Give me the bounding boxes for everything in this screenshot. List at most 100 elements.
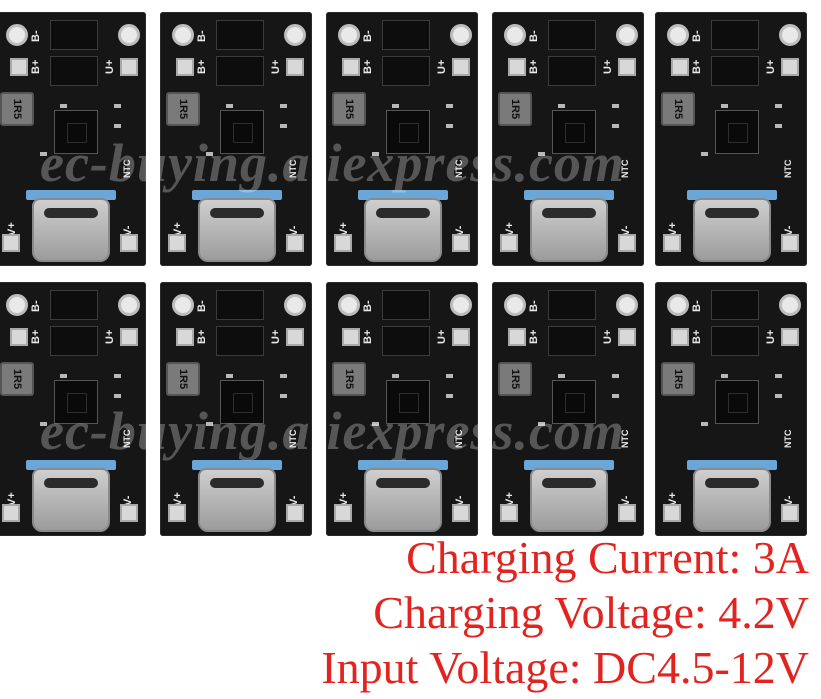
solder-pad <box>781 504 799 522</box>
charger-board-10: B- B+ U+ 1R5 NTC V+ V- <box>655 282 807 536</box>
silk-uplus: U+ <box>436 59 448 74</box>
mounting-hole <box>172 24 194 46</box>
smd-component <box>701 152 708 156</box>
smd-component <box>446 394 453 398</box>
solder-pad <box>176 328 194 346</box>
mosfet <box>382 326 430 356</box>
mounting-hole <box>616 294 638 316</box>
mosfet <box>382 290 430 320</box>
spec-charging-voltage: Charging Voltage: 4.2V <box>373 587 809 638</box>
charger-ic <box>552 110 596 154</box>
silk-bminus: B- <box>528 30 540 42</box>
smd-component <box>280 104 287 108</box>
mounting-hole <box>504 294 526 316</box>
mosfet <box>548 20 596 50</box>
usb-c-pins <box>524 460 614 470</box>
smd-component <box>701 422 708 426</box>
solder-pad <box>2 504 20 522</box>
silk-uplus: U+ <box>602 59 614 74</box>
smd-component <box>372 152 379 156</box>
inductor: 1R5 <box>498 92 532 126</box>
mounting-hole <box>338 24 360 46</box>
inductor: 1R5 <box>0 92 34 126</box>
silk-bminus: B- <box>691 300 703 312</box>
smd-component <box>558 104 565 108</box>
solder-pad <box>120 504 138 522</box>
silk-bplus: B+ <box>30 59 42 74</box>
solder-pad <box>452 328 470 346</box>
charger-board-4: B- B+ U+ 1R5 NTC V+ V- <box>492 12 644 266</box>
solder-pad <box>663 504 681 522</box>
solder-pad <box>452 234 470 252</box>
mounting-hole <box>779 294 801 316</box>
mounting-hole <box>450 24 472 46</box>
solder-pad <box>781 234 799 252</box>
smd-component <box>206 152 213 156</box>
inductor: 1R5 <box>332 92 366 126</box>
solder-pad <box>671 58 689 76</box>
watermark-top: ec-buying.aliexpress.com <box>40 133 625 193</box>
solder-pad <box>286 504 304 522</box>
solder-pad <box>618 234 636 252</box>
spec-input-voltage: Input Voltage: DC4.5-12V <box>321 642 809 693</box>
usb-c-pins <box>26 460 116 470</box>
silk-bplus: B+ <box>362 59 374 74</box>
silk-bplus: B+ <box>691 329 703 344</box>
silk-bminus: B- <box>30 300 42 312</box>
mounting-hole <box>779 24 801 46</box>
smd-component <box>775 104 782 108</box>
inductor: 1R5 <box>332 362 366 396</box>
silk-uplus: U+ <box>104 59 116 74</box>
solder-pad <box>10 328 28 346</box>
silk-bminus: B- <box>362 300 374 312</box>
charger-board-8: B- B+ U+ 1R5 NTC V+ V- <box>326 282 478 536</box>
smd-component <box>558 374 565 378</box>
mounting-hole <box>118 294 140 316</box>
solder-pad <box>342 328 360 346</box>
smd-component <box>60 374 67 378</box>
solder-pad <box>286 234 304 252</box>
mounting-hole <box>504 24 526 46</box>
solder-pad <box>671 328 689 346</box>
smd-component <box>392 104 399 108</box>
smd-component <box>114 124 121 128</box>
charger-board-9: B- B+ U+ 1R5 NTC V+ V- <box>492 282 644 536</box>
solder-pad <box>2 234 20 252</box>
usb-c-pins <box>687 190 777 200</box>
solder-pad <box>334 504 352 522</box>
usb-c-port <box>530 198 608 262</box>
smd-component <box>280 374 287 378</box>
usb-c-port <box>32 468 110 532</box>
mounting-hole <box>6 24 28 46</box>
smd-component <box>446 124 453 128</box>
inductor: 1R5 <box>166 92 200 126</box>
solder-pad <box>176 58 194 76</box>
usb-c-port <box>693 198 771 262</box>
silk-bplus: B+ <box>528 59 540 74</box>
charger-board-6: B- B+ U+ 1R5 NTC V+ V- <box>0 282 146 536</box>
silk-bplus: B+ <box>691 59 703 74</box>
usb-c-pins <box>687 460 777 470</box>
mounting-hole <box>284 24 306 46</box>
mosfet <box>50 326 98 356</box>
silk-bminus: B- <box>30 30 42 42</box>
mounting-hole <box>172 294 194 316</box>
mounting-hole <box>450 294 472 316</box>
solder-pad <box>334 234 352 252</box>
silk-uplus: U+ <box>602 329 614 344</box>
silk-uplus: U+ <box>436 329 448 344</box>
watermark-bottom: ec-buying.aliexpress.com <box>40 401 625 461</box>
mosfet <box>711 290 759 320</box>
smd-component <box>114 374 121 378</box>
charger-ic <box>220 380 264 424</box>
smd-component <box>114 394 121 398</box>
silk-bminus: B- <box>196 300 208 312</box>
charger-ic <box>54 110 98 154</box>
mosfet <box>216 56 264 86</box>
silk-uplus: U+ <box>270 59 282 74</box>
solder-pad <box>120 328 138 346</box>
usb-c-port <box>530 468 608 532</box>
silk-uplus: U+ <box>270 329 282 344</box>
charger-ic <box>220 110 264 154</box>
